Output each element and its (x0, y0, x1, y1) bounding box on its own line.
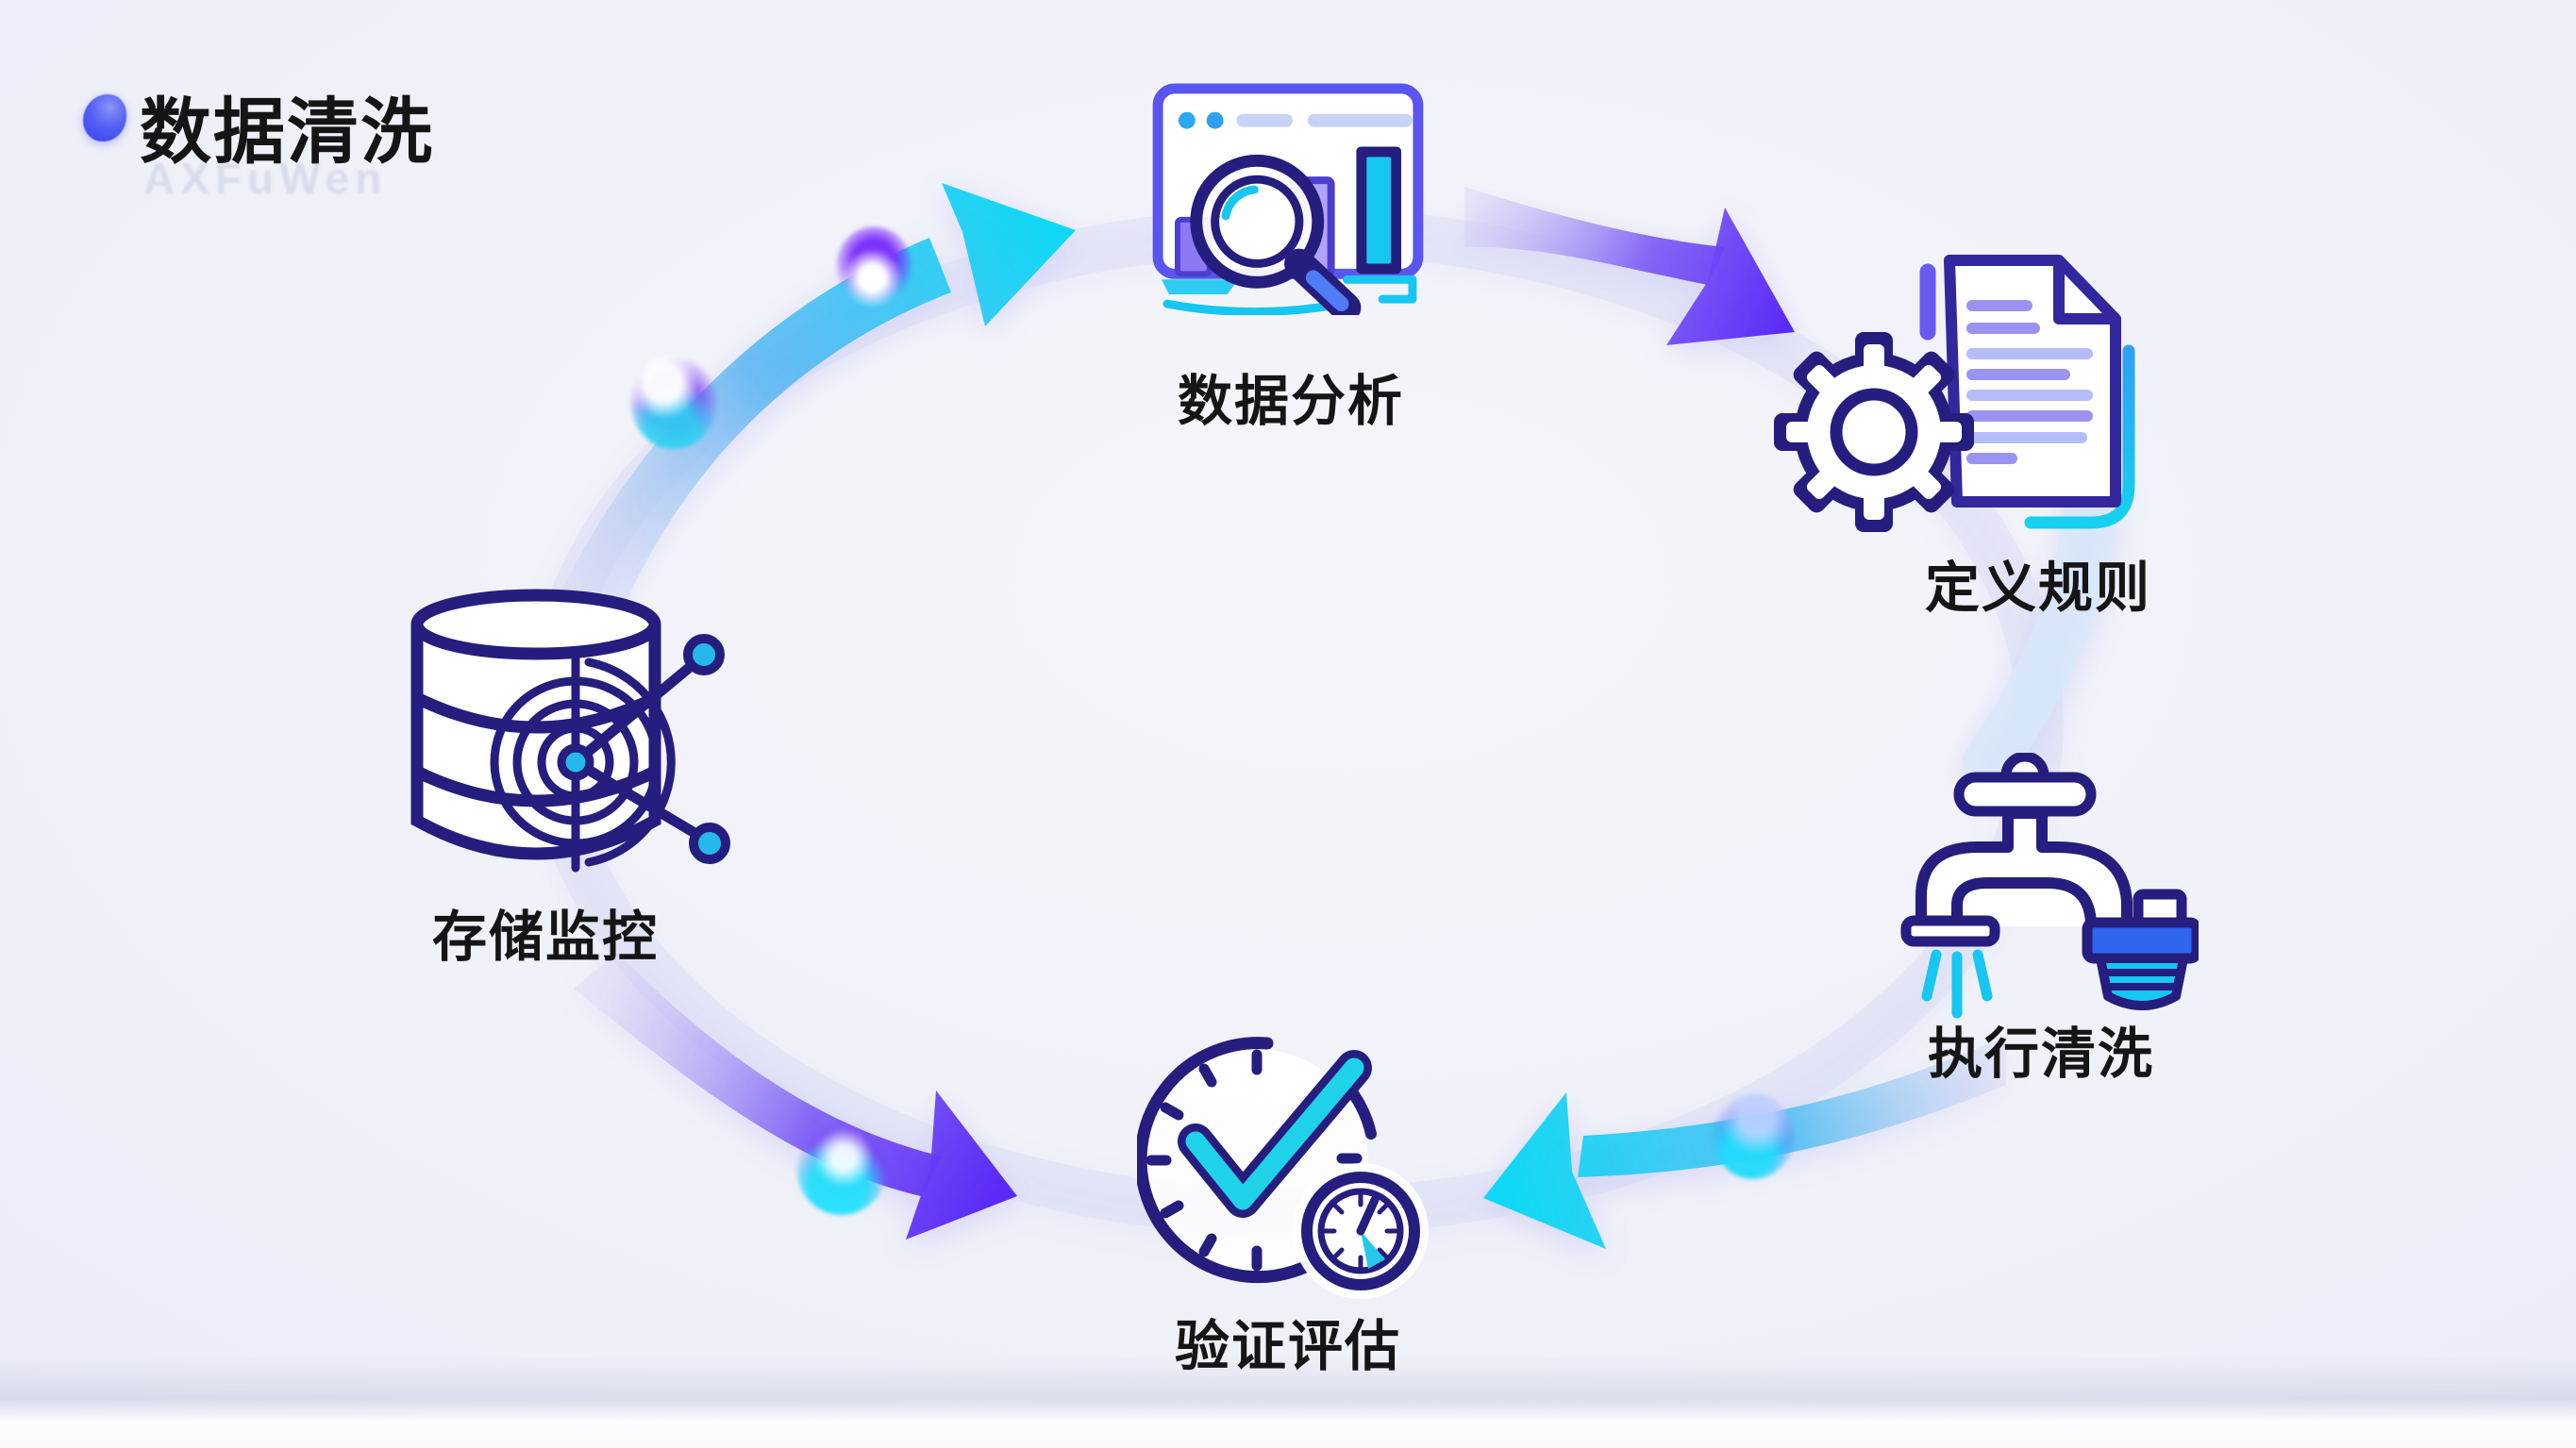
watermark: AXFuWen (143, 154, 388, 203)
title-bullet-dot (83, 94, 126, 141)
water-drops (1921, 949, 1993, 1019)
database-radar-icon (410, 589, 730, 873)
floor-shadow (0, 1356, 2576, 1448)
node-label-define-rules: 定义规则 (1924, 558, 2152, 619)
arrow-storage-to-analysis (543, 183, 1076, 653)
clock-ticks (1146, 1049, 1363, 1272)
page-title: 数据清洗 (140, 92, 434, 173)
arrow-cleaning-to-verify (1483, 1036, 2006, 1249)
faucet-icon (1900, 753, 2199, 1019)
document-gear-icon (1774, 255, 2135, 532)
stopwatch (1293, 1163, 1429, 1299)
node-label-execute-cleaning: 执行清洗 (1927, 1024, 2155, 1085)
chart-magnifier-icon (1152, 83, 1424, 315)
node-label-data-analysis: 数据分析 (1177, 371, 1405, 432)
clock-check-icon (1137, 1037, 1429, 1299)
node-label-verify-evaluate: 验证评估 (1174, 1316, 1402, 1377)
gear (1774, 332, 1974, 532)
node-label-storage-monitoring: 存储监控 (431, 907, 660, 968)
arrow-analysis-to-rules (1464, 187, 1795, 345)
second-page-accent (2024, 344, 2135, 529)
